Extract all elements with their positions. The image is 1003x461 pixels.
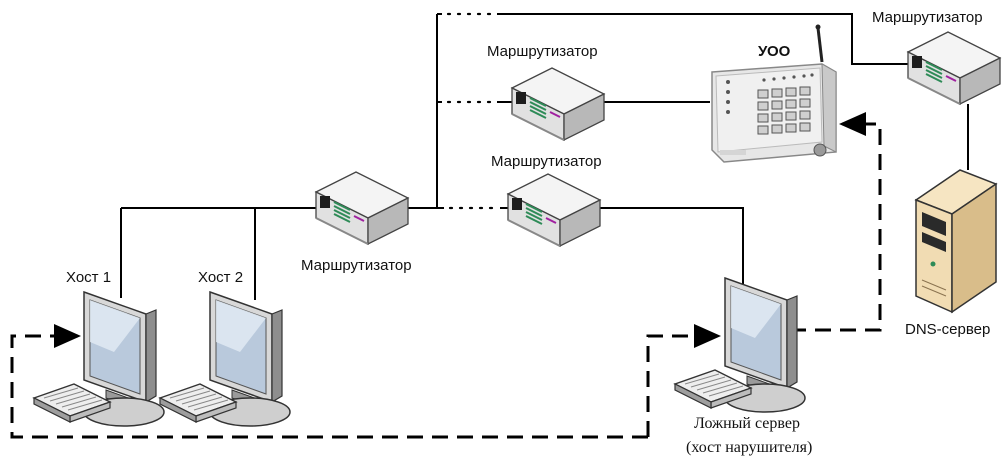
dashed-attack-path bbox=[10, 112, 882, 439]
router-icon bbox=[315, 171, 409, 245]
router-mid-label: Маршрутизатор bbox=[491, 153, 602, 170]
router-right-label: Маршрутизатор bbox=[872, 9, 983, 26]
server-icon bbox=[914, 169, 998, 314]
dns-server-label: DNS-сервер bbox=[905, 321, 990, 338]
fake-server-sublabel: (хост нарушителя) bbox=[686, 439, 812, 456]
security-panel-icon bbox=[711, 24, 837, 163]
dotted-links bbox=[446, 12, 496, 210]
uoo-label: УОО bbox=[758, 43, 791, 60]
router-top-label: Маршрутизатор bbox=[487, 43, 598, 60]
computer-icon bbox=[33, 291, 165, 427]
router-icon bbox=[907, 31, 1001, 105]
fake-server-label: Ложный сервер bbox=[694, 415, 800, 432]
router-center-label: Маршрутизатор bbox=[301, 257, 412, 274]
computer-icon bbox=[674, 277, 806, 413]
host1-label: Хост 1 bbox=[66, 269, 111, 286]
router-icon bbox=[507, 173, 601, 247]
computer-icon bbox=[159, 291, 291, 427]
router-icon bbox=[511, 67, 605, 141]
connection-lines bbox=[120, 13, 969, 300]
host2-label: Хост 2 bbox=[198, 269, 243, 286]
